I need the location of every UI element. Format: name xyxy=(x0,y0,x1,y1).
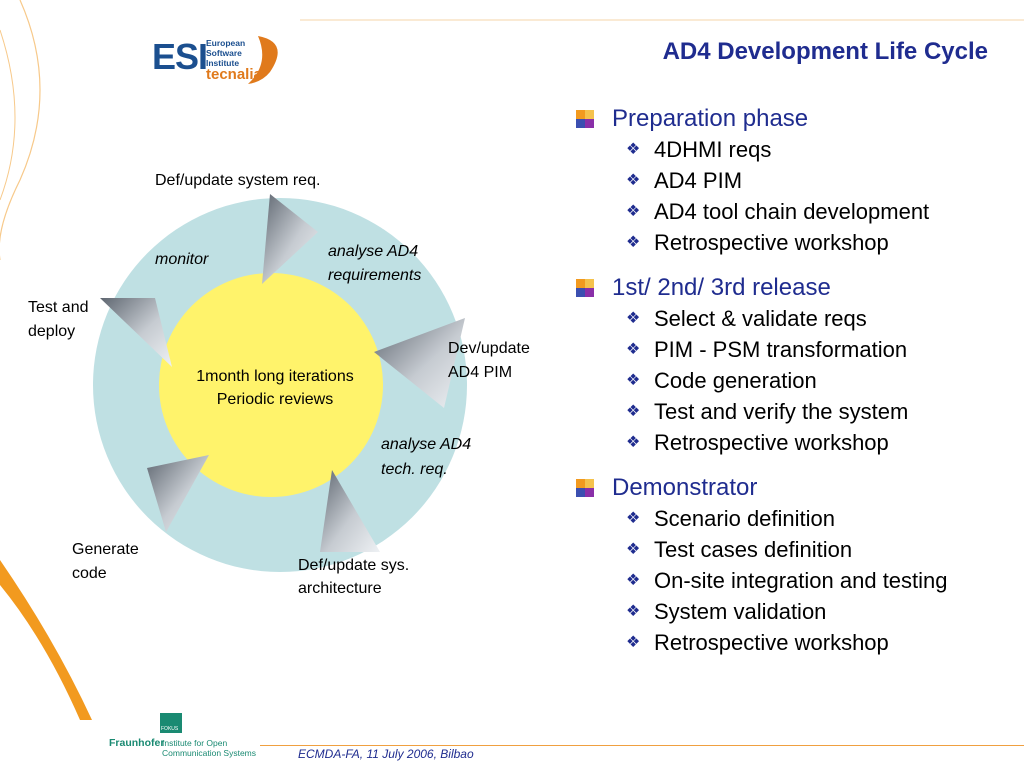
section-preparation: Preparation phase ❖ 4DHMI reqs ❖ AD4 PIM ❖… xyxy=(576,104,1006,255)
label-monitor: monitor xyxy=(155,251,209,268)
label-test-deploy-line1: Test and xyxy=(28,299,89,316)
label-analyse-tech-req-line1: analyse AD4 xyxy=(381,436,472,453)
list-item-text: AD4 PIM xyxy=(654,168,743,193)
diamond-bullet-icon: ❖ xyxy=(626,203,641,220)
list-item: ❖ AD4 PIM xyxy=(626,168,1006,193)
list-item: ❖ Test cases definition xyxy=(626,537,1006,562)
list-item: ❖ 4DHMI reqs xyxy=(626,137,1006,162)
list-item: ❖ On-site integration and testing xyxy=(626,568,1006,593)
list-item-text: Test and verify the system xyxy=(654,399,909,424)
diamond-bullet-icon: ❖ xyxy=(626,510,641,527)
list-item: ❖ Scenario definition xyxy=(626,506,1006,531)
section-releases: 1st/ 2nd/ 3rd release ❖ Select & validate… xyxy=(576,273,1006,455)
esi-logo-subtitle: European Software Institute xyxy=(206,38,246,68)
label-analyse-ad4-req-line2: requirements xyxy=(328,267,422,284)
section-bullet-icon xyxy=(576,279,594,297)
list-item-text: PIM - PSM transformation xyxy=(654,337,908,362)
label-analyse-tech-req-line2: tech. req. xyxy=(381,461,448,478)
section-bullet-icon xyxy=(576,110,594,128)
section-heading: 1st/ 2nd/ 3rd release xyxy=(576,273,1006,303)
diamond-bullet-icon: ❖ xyxy=(626,434,641,451)
diamond-bullet-icon: ❖ xyxy=(626,234,641,251)
label-def-update-system-req: Def/update system req. xyxy=(155,172,321,189)
list-item: ❖ Code generation xyxy=(626,368,1006,393)
list-item-text: Retrospective workshop xyxy=(654,230,889,255)
section-heading: Preparation phase xyxy=(576,104,1006,134)
list-item-text: Test cases definition xyxy=(654,537,853,562)
list-item: ❖ Retrospective workshop xyxy=(626,230,1006,255)
list-item: ❖ Retrospective workshop xyxy=(626,430,1006,455)
footer-rule xyxy=(260,745,1024,746)
label-generate-code-line1: Generate xyxy=(72,541,139,558)
center-line-2: Periodic reviews xyxy=(216,391,334,408)
label-test-deploy-line2: deploy xyxy=(28,323,76,340)
orange-swoosh xyxy=(0,560,92,720)
left-curve-decoration-2 xyxy=(0,29,16,201)
section-items: ❖ 4DHMI reqs ❖ AD4 PIM ❖ AD4 tool chain dev… xyxy=(576,137,1006,255)
list-item: ❖ AD4 tool chain development xyxy=(626,199,1006,224)
phase-outline: Preparation phase ❖ 4DHMI reqs ❖ AD4 PIM ❖… xyxy=(576,104,1006,673)
section-heading-text: Demonstrator xyxy=(612,474,758,501)
diamond-bullet-icon: ❖ xyxy=(626,141,641,158)
list-item: ❖ Retrospective workshop xyxy=(626,630,1006,655)
section-heading-text: Preparation phase xyxy=(612,105,809,132)
section-items: ❖ Select & validate reqs ❖ PIM - PSM trans… xyxy=(576,306,1006,455)
diamond-bullet-icon: ❖ xyxy=(626,403,641,420)
list-item: ❖ Select & validate reqs xyxy=(626,306,1006,331)
center-line-1: 1month long iterations xyxy=(196,368,354,385)
list-item-text: Retrospective workshop xyxy=(654,630,889,655)
arrow-generate-code xyxy=(147,455,209,532)
diamond-bullet-icon: ❖ xyxy=(626,541,641,558)
list-item-text: Retrospective workshop xyxy=(654,430,889,455)
list-item-text: Code generation xyxy=(654,368,817,393)
left-curve-decoration xyxy=(0,0,41,260)
list-item: ❖ PIM - PSM transformation xyxy=(626,337,1006,362)
list-item: ❖ System validation xyxy=(626,599,1006,624)
diamond-bullet-icon: ❖ xyxy=(626,172,641,189)
esi-logo: ESI xyxy=(152,36,208,77)
section-heading: Demonstrator xyxy=(576,473,1006,503)
diamond-bullet-icon: ❖ xyxy=(626,603,641,620)
section-demonstrator: Demonstrator ❖ Scenario definition ❖ Test … xyxy=(576,473,1006,655)
section-heading-text: 1st/ 2nd/ 3rd release xyxy=(612,274,831,301)
arrow-dev-pim xyxy=(374,318,465,408)
esi-logo-swoosh-icon xyxy=(248,36,278,84)
section-items: ❖ Scenario definition ❖ Test cases definit… xyxy=(576,506,1006,655)
diamond-bullet-icon: ❖ xyxy=(626,572,641,589)
label-analyse-ad4-req-line1: analyse AD4 xyxy=(328,243,419,260)
arrow-system-req xyxy=(262,194,318,284)
diamond-bullet-icon: ❖ xyxy=(626,341,641,358)
diamond-bullet-icon: ❖ xyxy=(626,372,641,389)
label-dev-update-pim-line1: Dev/update xyxy=(448,340,530,357)
slide-title: AD4 Development Life Cycle xyxy=(662,38,988,65)
list-item: ❖ Test and verify the system xyxy=(626,399,1006,424)
section-bullet-icon xyxy=(576,479,594,497)
label-dev-update-pim-line2: AD4 PIM xyxy=(448,364,513,381)
list-item-text: Scenario definition xyxy=(654,506,836,531)
list-item-text: AD4 tool chain development xyxy=(654,199,930,224)
tecnalia-logo: tecnalia xyxy=(206,66,262,83)
arrow-test-deploy xyxy=(100,298,172,367)
label-def-update-arch-line2: architecture xyxy=(298,580,382,597)
fokus-mark-icon: FOKUS xyxy=(160,713,182,733)
iteration-center-text: 1month long iterations Periodic reviews xyxy=(170,365,380,411)
fokus-mark-text: FOKUS xyxy=(161,726,179,732)
list-item-text: 4DHMI reqs xyxy=(654,137,772,162)
inner-circle xyxy=(159,273,383,497)
list-item-text: Select & validate reqs xyxy=(654,306,867,331)
fraunhofer-institute: Institute for Open Communication Systems xyxy=(162,738,257,758)
label-def-update-arch-line1: Def/update sys. xyxy=(298,557,410,574)
label-generate-code-line2: code xyxy=(72,565,107,582)
fraunhofer-name: Fraunhofer xyxy=(109,737,165,749)
diamond-bullet-icon: ❖ xyxy=(626,634,641,651)
list-item-text: System validation xyxy=(654,599,827,624)
arrow-architecture xyxy=(320,470,380,552)
diamond-bullet-icon: ❖ xyxy=(626,310,641,327)
footer-event-text: ECMDA-FA, 11 July 2006, Bilbao xyxy=(298,747,474,761)
list-item-text: On-site integration and testing xyxy=(654,568,948,593)
